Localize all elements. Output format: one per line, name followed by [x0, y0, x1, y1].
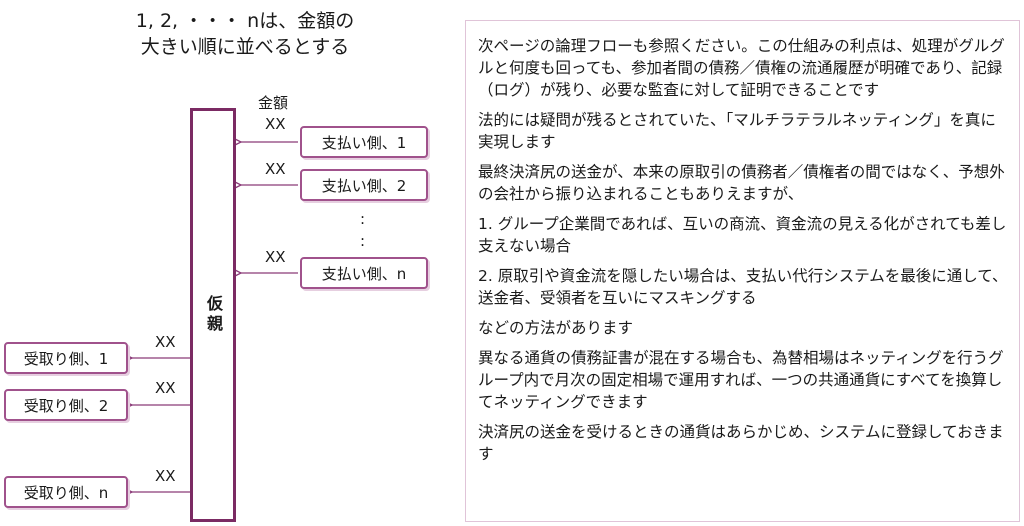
- provisional-parent-label: 仮親: [204, 295, 223, 335]
- amount-value-payer-1: XX: [265, 115, 286, 133]
- payer-box-1: 支払い側、1: [300, 126, 428, 158]
- diagram-heading: 1, 2, ・・・ nは、金額の 大きい順に並べるとする: [95, 8, 395, 60]
- note-paragraph-8: 決済尻の送金を受けるときの通貨はあらかじめ、システムに登録しておきます: [478, 423, 1004, 463]
- payer-box-2: 支払い側、2: [300, 169, 428, 201]
- amount-label: 金額: [258, 94, 289, 112]
- note-paragraph-2: 法的には疑問が残るとされていた、「マルチラテラルネッティング」を真に実現します: [478, 111, 996, 151]
- amount-value-receiver-n: XX: [155, 467, 176, 485]
- note-paragraph-1: 次ページの論理フローも参照ください。この仕組みの利点は、処理がグルグルと何度も回…: [478, 37, 1005, 99]
- note-paragraph-4: 1. グループ企業間であれば、互いの商流、資金流の見える化がされても差し支えない…: [478, 215, 1007, 255]
- payer-ellipsis-1: :: [360, 210, 366, 228]
- note-paragraph-5: 2. 原取引や資金流を隠したい場合は、支払い代行システムを最後に通して、送金者、…: [478, 267, 1008, 307]
- payer-label-2: 支払い側、2: [321, 176, 407, 195]
- amount-value-payer-2: XX: [265, 160, 286, 178]
- note-paragraph-3: 最終決済尻の送金が、本来の原取引の債務者／債権者の間ではなく、予想外の会社から振…: [478, 163, 1005, 203]
- note-paragraph-7: 異なる通貨の債務証書が混在する場合も、為替相場はネッティングを行うグループ内で月…: [478, 349, 1004, 411]
- amount-value-payer-n: XX: [265, 248, 286, 266]
- payer-label-n: 支払い側、n: [321, 264, 407, 283]
- heading-line-2: 大きい順に並べるとする: [140, 36, 350, 58]
- heading-line-1: 1, 2, ・・・ nは、金額の: [135, 10, 355, 32]
- payer-label-1: 支払い側、1: [321, 133, 407, 152]
- amount-value-receiver-1: XX: [155, 333, 176, 351]
- receiver-box-1: 受取り側、1: [4, 342, 128, 374]
- amount-value-receiver-2: XX: [155, 379, 176, 397]
- notes-panel: 次ページの論理フローも参照ください。この仕組みの利点は、処理がグルグルと何度も回…: [465, 20, 1020, 522]
- payer-ellipsis-2: :: [360, 232, 366, 250]
- receiver-label-n: 受取り側、n: [23, 483, 109, 502]
- receiver-label-2: 受取り側、2: [23, 396, 109, 415]
- receiver-label-1: 受取り側、1: [23, 349, 109, 368]
- receiver-box-2: 受取り側、2: [4, 389, 128, 421]
- receiver-box-n: 受取り側、n: [4, 476, 128, 508]
- payer-box-n: 支払い側、n: [300, 257, 428, 289]
- provisional-parent-node: 仮親: [190, 108, 236, 522]
- note-paragraph-6: などの方法があります: [478, 319, 634, 337]
- flow-arrows: [0, 0, 298, 526]
